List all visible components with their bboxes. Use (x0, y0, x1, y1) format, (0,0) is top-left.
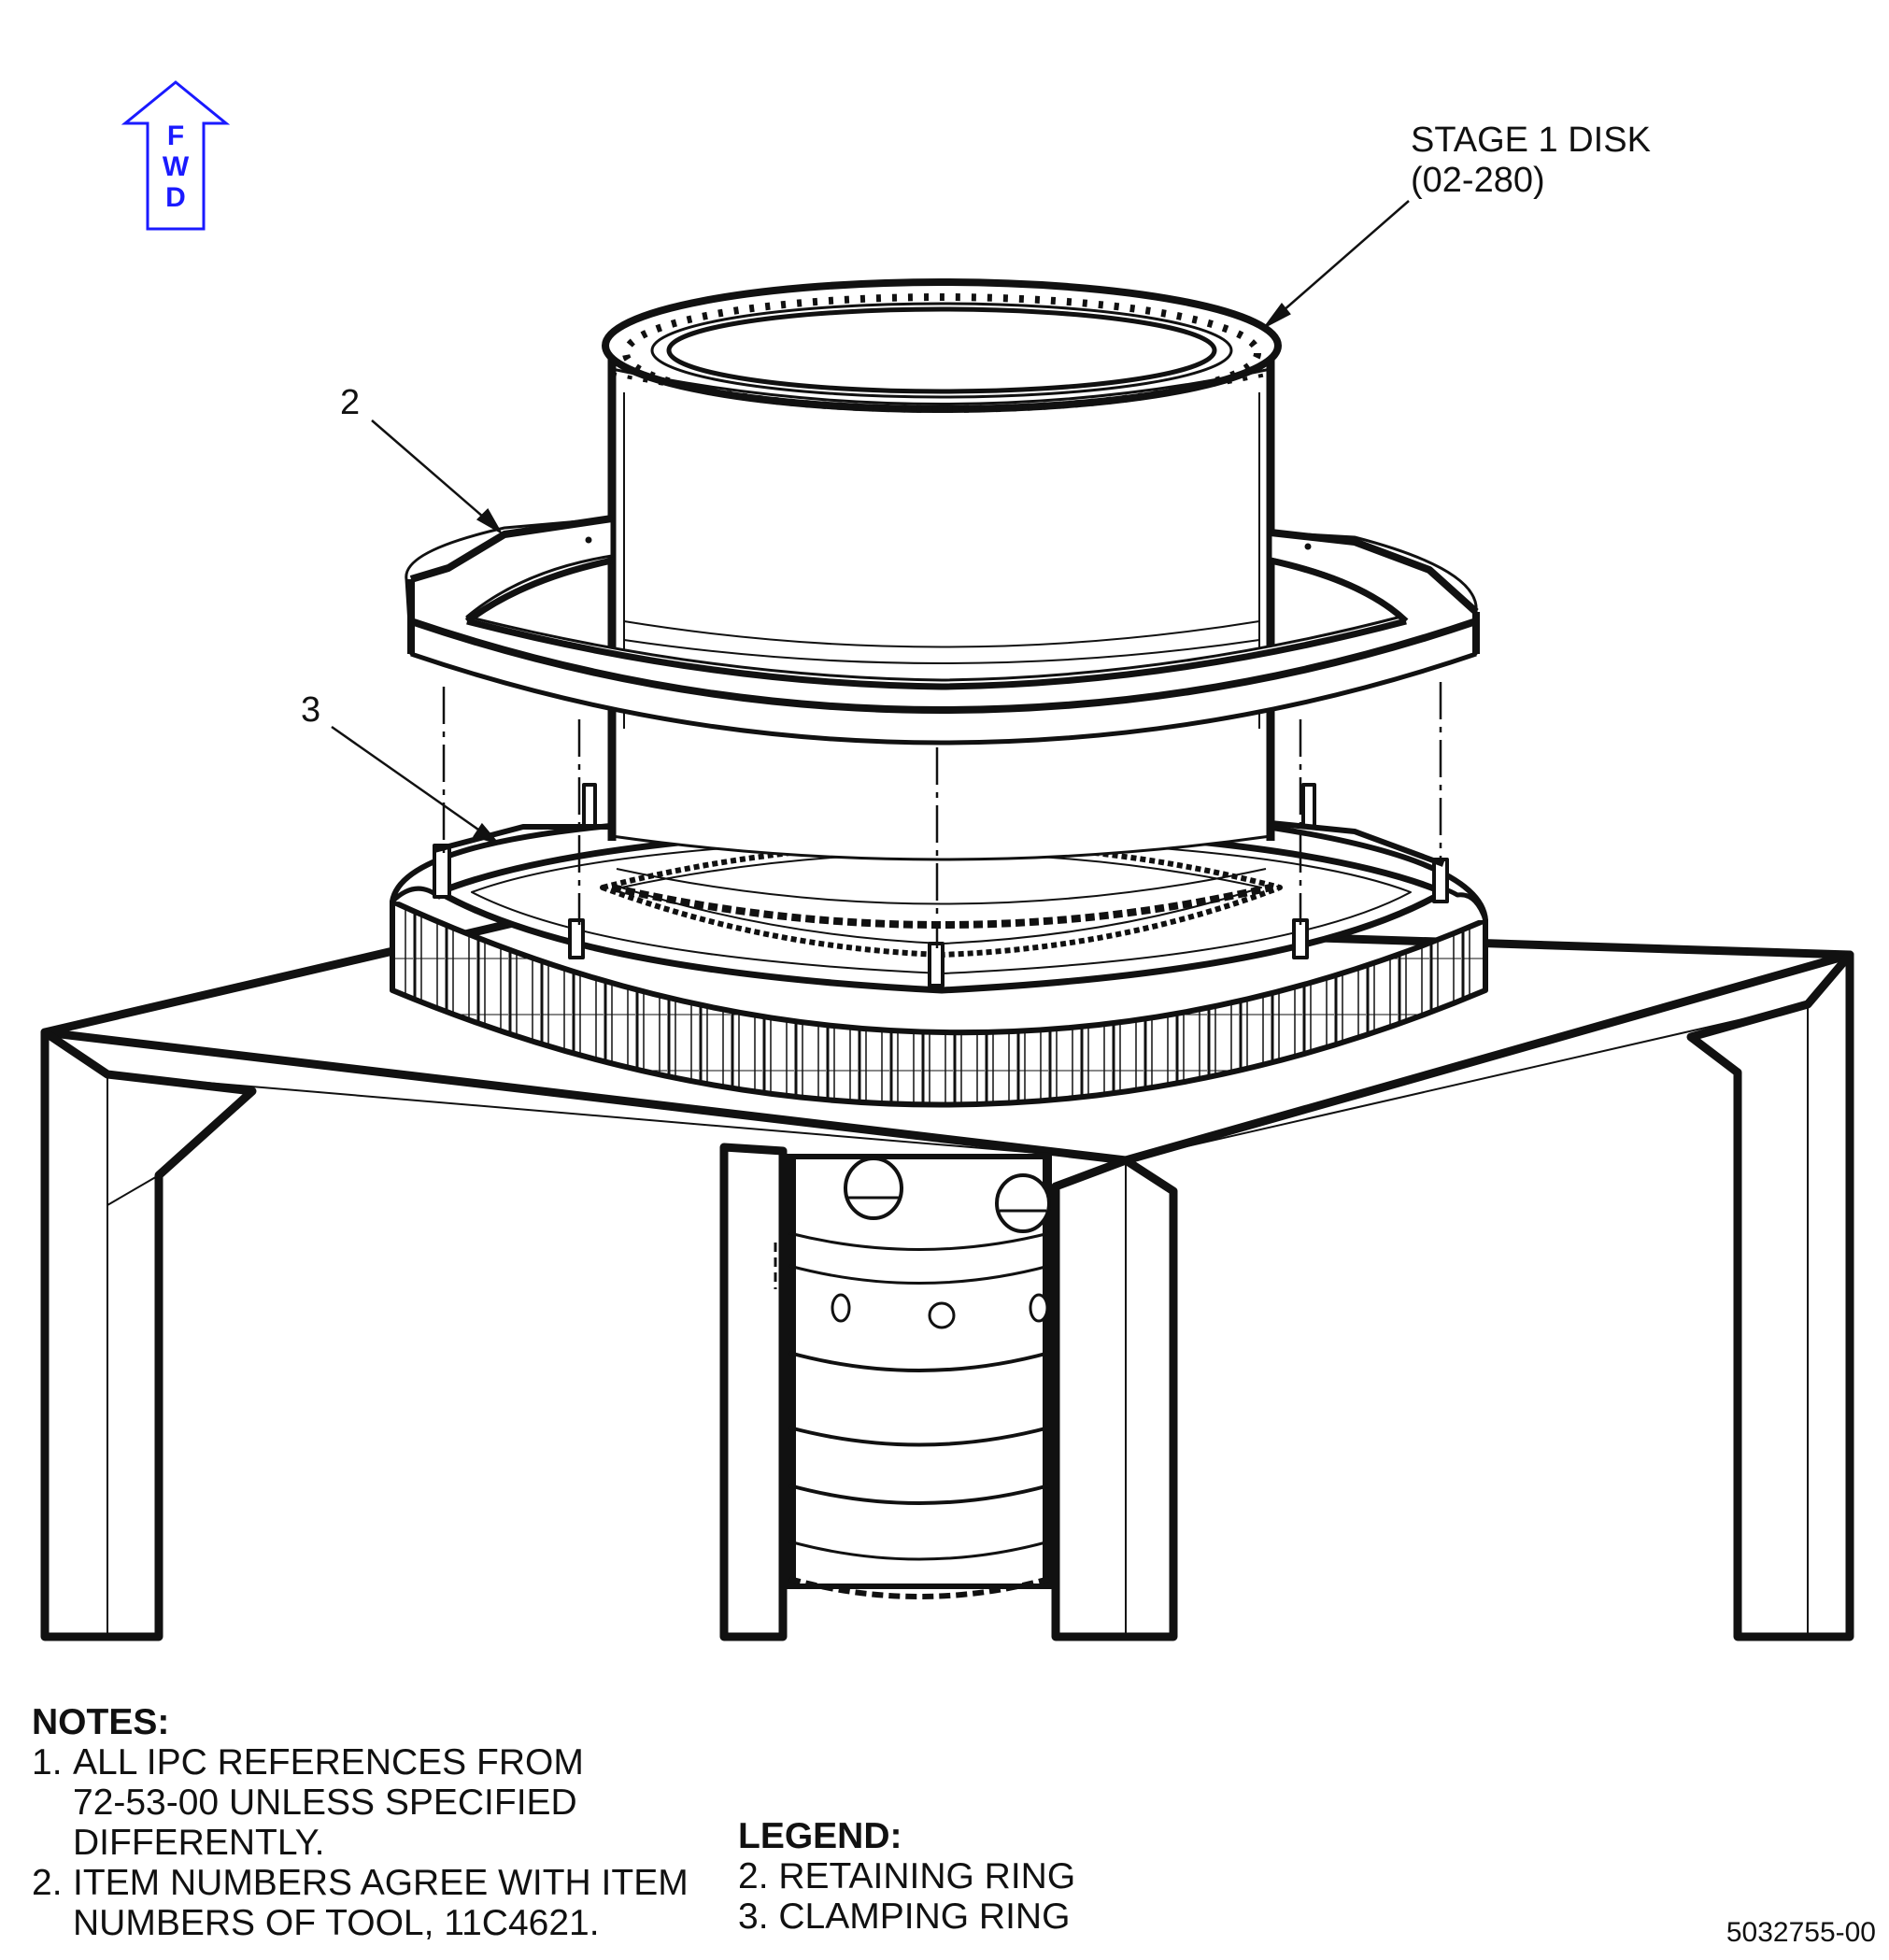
note-text: ALL IPC REFERENCES FROM 72-53-00 UNLESS … (73, 1742, 742, 1863)
item-3-callout: 3 (301, 690, 320, 730)
rotor-drum (774, 1154, 1052, 1599)
note-number: 1. (32, 1742, 63, 1782)
fwd-arrow-icon: F W D (121, 80, 231, 231)
note-number: 2. (32, 1863, 63, 1903)
retaining-ring (405, 515, 1480, 746)
fwd-letter: F (167, 121, 184, 151)
note-item: 2. ITEM NUMBERS AGREE WITH ITEM NUMBERS … (32, 1863, 742, 1943)
item-2-callout: 2 (340, 383, 360, 422)
alignment-lines (442, 682, 1442, 948)
table-leg-left (40, 1028, 257, 1641)
note-line: DIFFERENTLY. (73, 1823, 325, 1863)
table-leg-center (1051, 1156, 1178, 1641)
legend-item: 2. RETAINING RING (738, 1856, 1076, 1896)
notes-heading: NOTES: (32, 1702, 170, 1742)
table-leg-center-left (719, 1143, 788, 1641)
legend-block: LEGEND: 2. RETAINING RING 3. CLAMPING RI… (738, 1816, 1224, 1937)
notes-block: NOTES: 1. ALL IPC REFERENCES FROM 72-53-… (32, 1702, 742, 1943)
note-item: 1. ALL IPC REFERENCES FROM 72-53-00 UNLE… (32, 1742, 742, 1863)
note-line: 72-53-00 UNLESS SPECIFIED (73, 1782, 577, 1823)
legend-item: 3. CLAMPING RING (738, 1896, 1071, 1937)
stage1-disk-callout: STAGE 1 DISK (1411, 121, 1651, 160)
note-line: ITEM NUMBERS AGREE WITH ITEM (73, 1863, 689, 1903)
stage1-disk-ipc-ref: (02-280) (1411, 161, 1545, 200)
clamping-ring-teeth (390, 899, 1488, 1108)
fwd-letter: W (163, 151, 190, 182)
note-text: ITEM NUMBERS AGREE WITH ITEM NUMBERS OF … (73, 1863, 742, 1943)
figure-number: 5032755-00 (1726, 1917, 1876, 1948)
legend-heading: LEGEND: (738, 1816, 902, 1856)
note-line: ALL IPC REFERENCES FROM (73, 1742, 584, 1782)
table-leg-right (1686, 950, 1854, 1641)
fwd-letter: D (165, 182, 186, 213)
stage1-disk (602, 278, 1282, 929)
callout-leaders (331, 200, 1410, 845)
clamping-ring (390, 783, 1488, 1108)
note-line: NUMBERS OF TOOL, 11C4621. (73, 1903, 600, 1943)
